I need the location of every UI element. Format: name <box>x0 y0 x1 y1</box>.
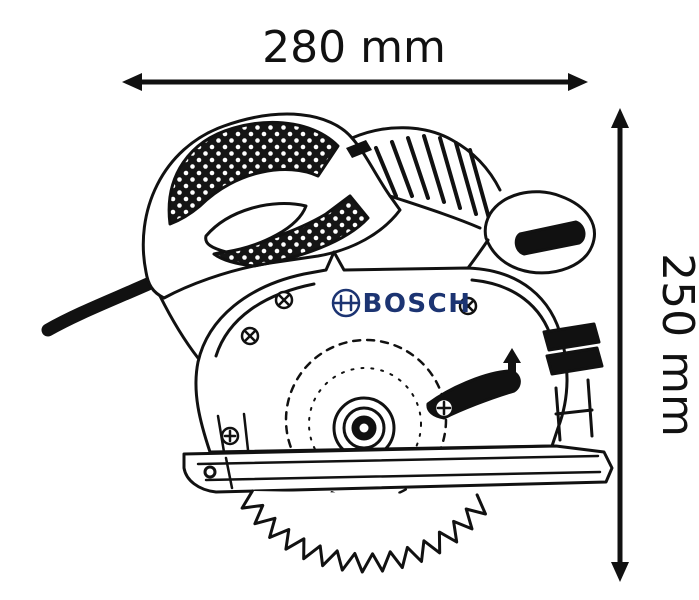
guard-inner-line-right <box>470 278 554 342</box>
lever-screw-icon <box>433 397 455 419</box>
arrow-right-icon <box>568 73 588 91</box>
arrow-down-icon <box>611 562 629 582</box>
arrow-up-icon <box>611 108 629 128</box>
height-dimension-label: 250 mm <box>652 253 699 437</box>
blade-hub <box>332 396 396 460</box>
width-dimension-arrow <box>122 73 588 91</box>
saw-illustration <box>41 112 614 574</box>
blade-rivet-ring <box>308 367 422 481</box>
arrow-left-icon <box>122 73 142 91</box>
screw-icon <box>458 296 478 316</box>
handle-guard-strut <box>158 294 200 360</box>
motor-housing-top <box>350 126 502 192</box>
motor-vents <box>374 134 492 224</box>
height-dimension-arrow <box>611 108 629 582</box>
screw-icon <box>274 290 294 310</box>
screw-icon <box>240 326 260 346</box>
brand-label: BOSCH <box>363 289 472 319</box>
bosch-logo-icon <box>331 288 361 318</box>
base-plate <box>182 444 614 494</box>
grip-pad <box>167 121 340 226</box>
vent-slot <box>346 140 372 158</box>
blade-teeth <box>240 489 487 574</box>
width-dimension-label: 280 mm <box>262 22 446 73</box>
handle-hole <box>204 202 308 254</box>
motor-housing-bottom <box>388 194 482 230</box>
guard-inner-line-left <box>214 282 316 358</box>
power-cord <box>41 277 155 337</box>
depth-adjust-knobs <box>542 322 604 442</box>
handle-guard-connector <box>466 238 490 270</box>
depth-guide-bracket <box>216 412 250 454</box>
up-arrow-icon <box>503 348 521 380</box>
front-handle-slot <box>514 220 586 256</box>
